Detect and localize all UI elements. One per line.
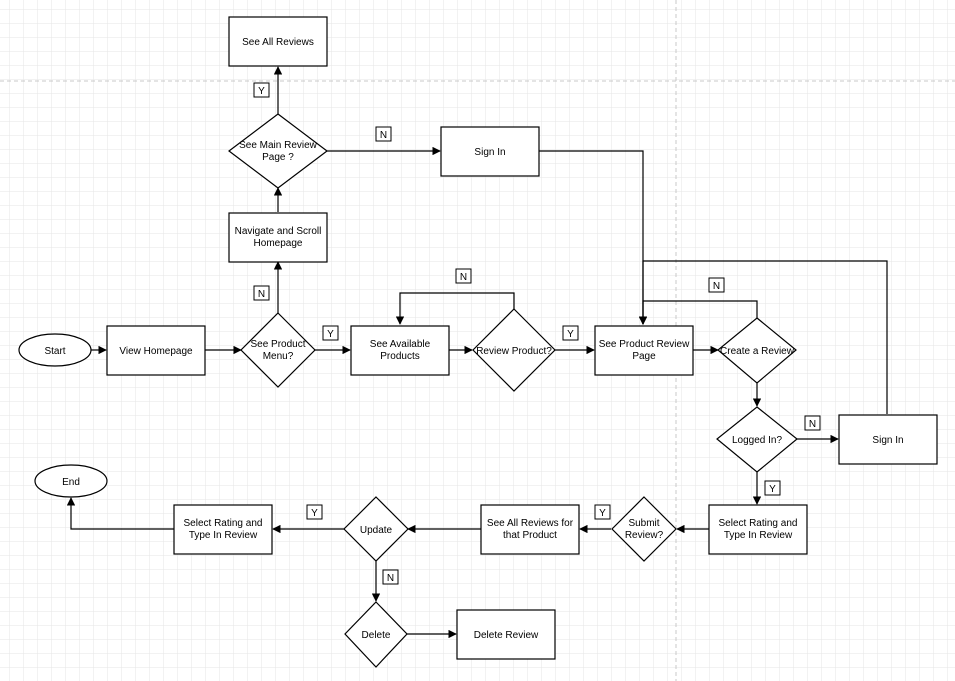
node-label: Create a Review	[720, 346, 795, 357]
node-label-line-1: See All Reviews for	[487, 518, 574, 529]
node-end[interactable]: End	[34, 464, 108, 498]
edge-label-logged-in-no: N	[804, 415, 821, 431]
node-label-line-1: See Available	[370, 339, 431, 350]
node-see-main-review-page[interactable]: See Main Review Page ?	[228, 113, 328, 189]
node-select-rating-right[interactable]: Select Rating and Type In Review	[708, 504, 808, 555]
node-update[interactable]: Update	[343, 496, 409, 562]
node-label-line-2: Homepage	[254, 238, 303, 249]
edge-label-main-review-no: N	[375, 126, 392, 142]
edge-label-logged-in-yes: Y	[764, 480, 781, 496]
node-label: Sign In	[474, 147, 505, 158]
node-delete[interactable]: Delete	[344, 601, 408, 668]
edge-ratingleft-end[interactable]	[66, 497, 174, 530]
node-review-product[interactable]: Review Product?	[472, 308, 556, 392]
edge-reviewproduct-loop[interactable]	[395, 292, 515, 325]
node-see-all-reviews-top[interactable]: See All Reviews	[228, 16, 328, 67]
node-see-all-reviews-product[interactable]: See All Reviews for that Product	[480, 504, 580, 555]
node-label: Delete	[362, 630, 391, 641]
node-logged-in[interactable]: Logged In?	[716, 406, 798, 473]
node-label-line-2: that Product	[503, 530, 557, 541]
svg-text:N: N	[809, 419, 816, 430]
edge-signin-right-reviewpage[interactable]	[638, 260, 888, 414]
edge-label-review-product-yes: Y	[562, 325, 579, 341]
node-label-line-2: Page ?	[262, 152, 294, 163]
node-label: Start	[44, 346, 65, 357]
node-label-line-1: Select Rating and	[184, 518, 263, 529]
edge-label-review-product-no: N	[455, 268, 472, 284]
edge-label-product-menu-no: N	[253, 285, 270, 301]
edges	[66, 66, 888, 639]
node-sign-in-top[interactable]: Sign In	[440, 126, 540, 177]
svg-text:N: N	[713, 281, 720, 292]
node-label-line-1: Submit	[628, 518, 659, 529]
node-create-review[interactable]: Create a Review	[717, 317, 797, 384]
node-label: Update	[360, 525, 393, 536]
edge-label-main-review-yes: Y	[253, 82, 270, 98]
node-submit-review[interactable]: Submit Review?	[611, 496, 677, 562]
node-sign-in-right[interactable]: Sign In	[838, 414, 938, 465]
edge-labels: Y N N Y N Y N N	[253, 82, 821, 585]
svg-text:N: N	[460, 272, 467, 283]
node-label-line-1: See Product Review	[599, 339, 690, 350]
node-label-line-2: Menu?	[263, 351, 294, 362]
node-see-available-products[interactable]: See Available Products	[350, 325, 450, 376]
edge-label-submit-yes: Y	[594, 504, 611, 520]
node-label-line-2: Type In Review	[724, 530, 793, 541]
svg-text:Y: Y	[258, 86, 265, 97]
edge-label-update-yes: Y	[306, 504, 323, 520]
node-label-line-1: See Product	[250, 339, 305, 350]
edge-label-create-review-no: N	[708, 277, 725, 293]
edge-label-product-menu-yes: Y	[322, 325, 339, 341]
node-label-line-2: Page	[632, 351, 656, 362]
node-select-rating-left[interactable]: Select Rating and Type In Review	[173, 504, 273, 555]
node-label-line-1: See Main Review	[239, 140, 318, 151]
node-label-line-2: Review?	[625, 530, 664, 541]
node-delete-review[interactable]: Delete Review	[456, 609, 556, 660]
node-label: Logged In?	[732, 435, 782, 446]
node-label-line-2: Products	[380, 351, 419, 362]
svg-text:N: N	[380, 130, 387, 141]
node-start[interactable]: Start	[18, 333, 92, 367]
node-label: End	[62, 477, 80, 488]
node-label-line-2: Type In Review	[189, 530, 258, 541]
node-navigate-scroll[interactable]: Navigate and Scroll Homepage	[228, 212, 328, 263]
svg-text:Y: Y	[599, 508, 606, 519]
node-label-line-1: Select Rating and	[719, 518, 798, 529]
node-see-product-review-page[interactable]: See Product Review Page	[594, 325, 694, 376]
svg-text:Y: Y	[311, 508, 318, 519]
node-label: View Homepage	[119, 346, 193, 357]
svg-text:Y: Y	[327, 329, 334, 340]
svg-text:N: N	[258, 289, 265, 300]
node-label: Review Product?	[476, 346, 552, 357]
node-label-line-1: Navigate and Scroll	[235, 226, 322, 237]
nodes: See All Reviews See Main Review Page ? S…	[18, 16, 938, 668]
edge-label-update-no: N	[382, 569, 399, 585]
svg-text:Y: Y	[567, 329, 574, 340]
svg-text:Y: Y	[769, 484, 776, 495]
node-label: Delete Review	[474, 630, 539, 641]
svg-text:N: N	[387, 573, 394, 584]
node-view-homepage[interactable]: View Homepage	[106, 325, 206, 376]
node-label: See All Reviews	[242, 37, 314, 48]
node-see-product-menu[interactable]: See Product Menu?	[240, 312, 316, 388]
node-label: Sign In	[872, 435, 903, 446]
